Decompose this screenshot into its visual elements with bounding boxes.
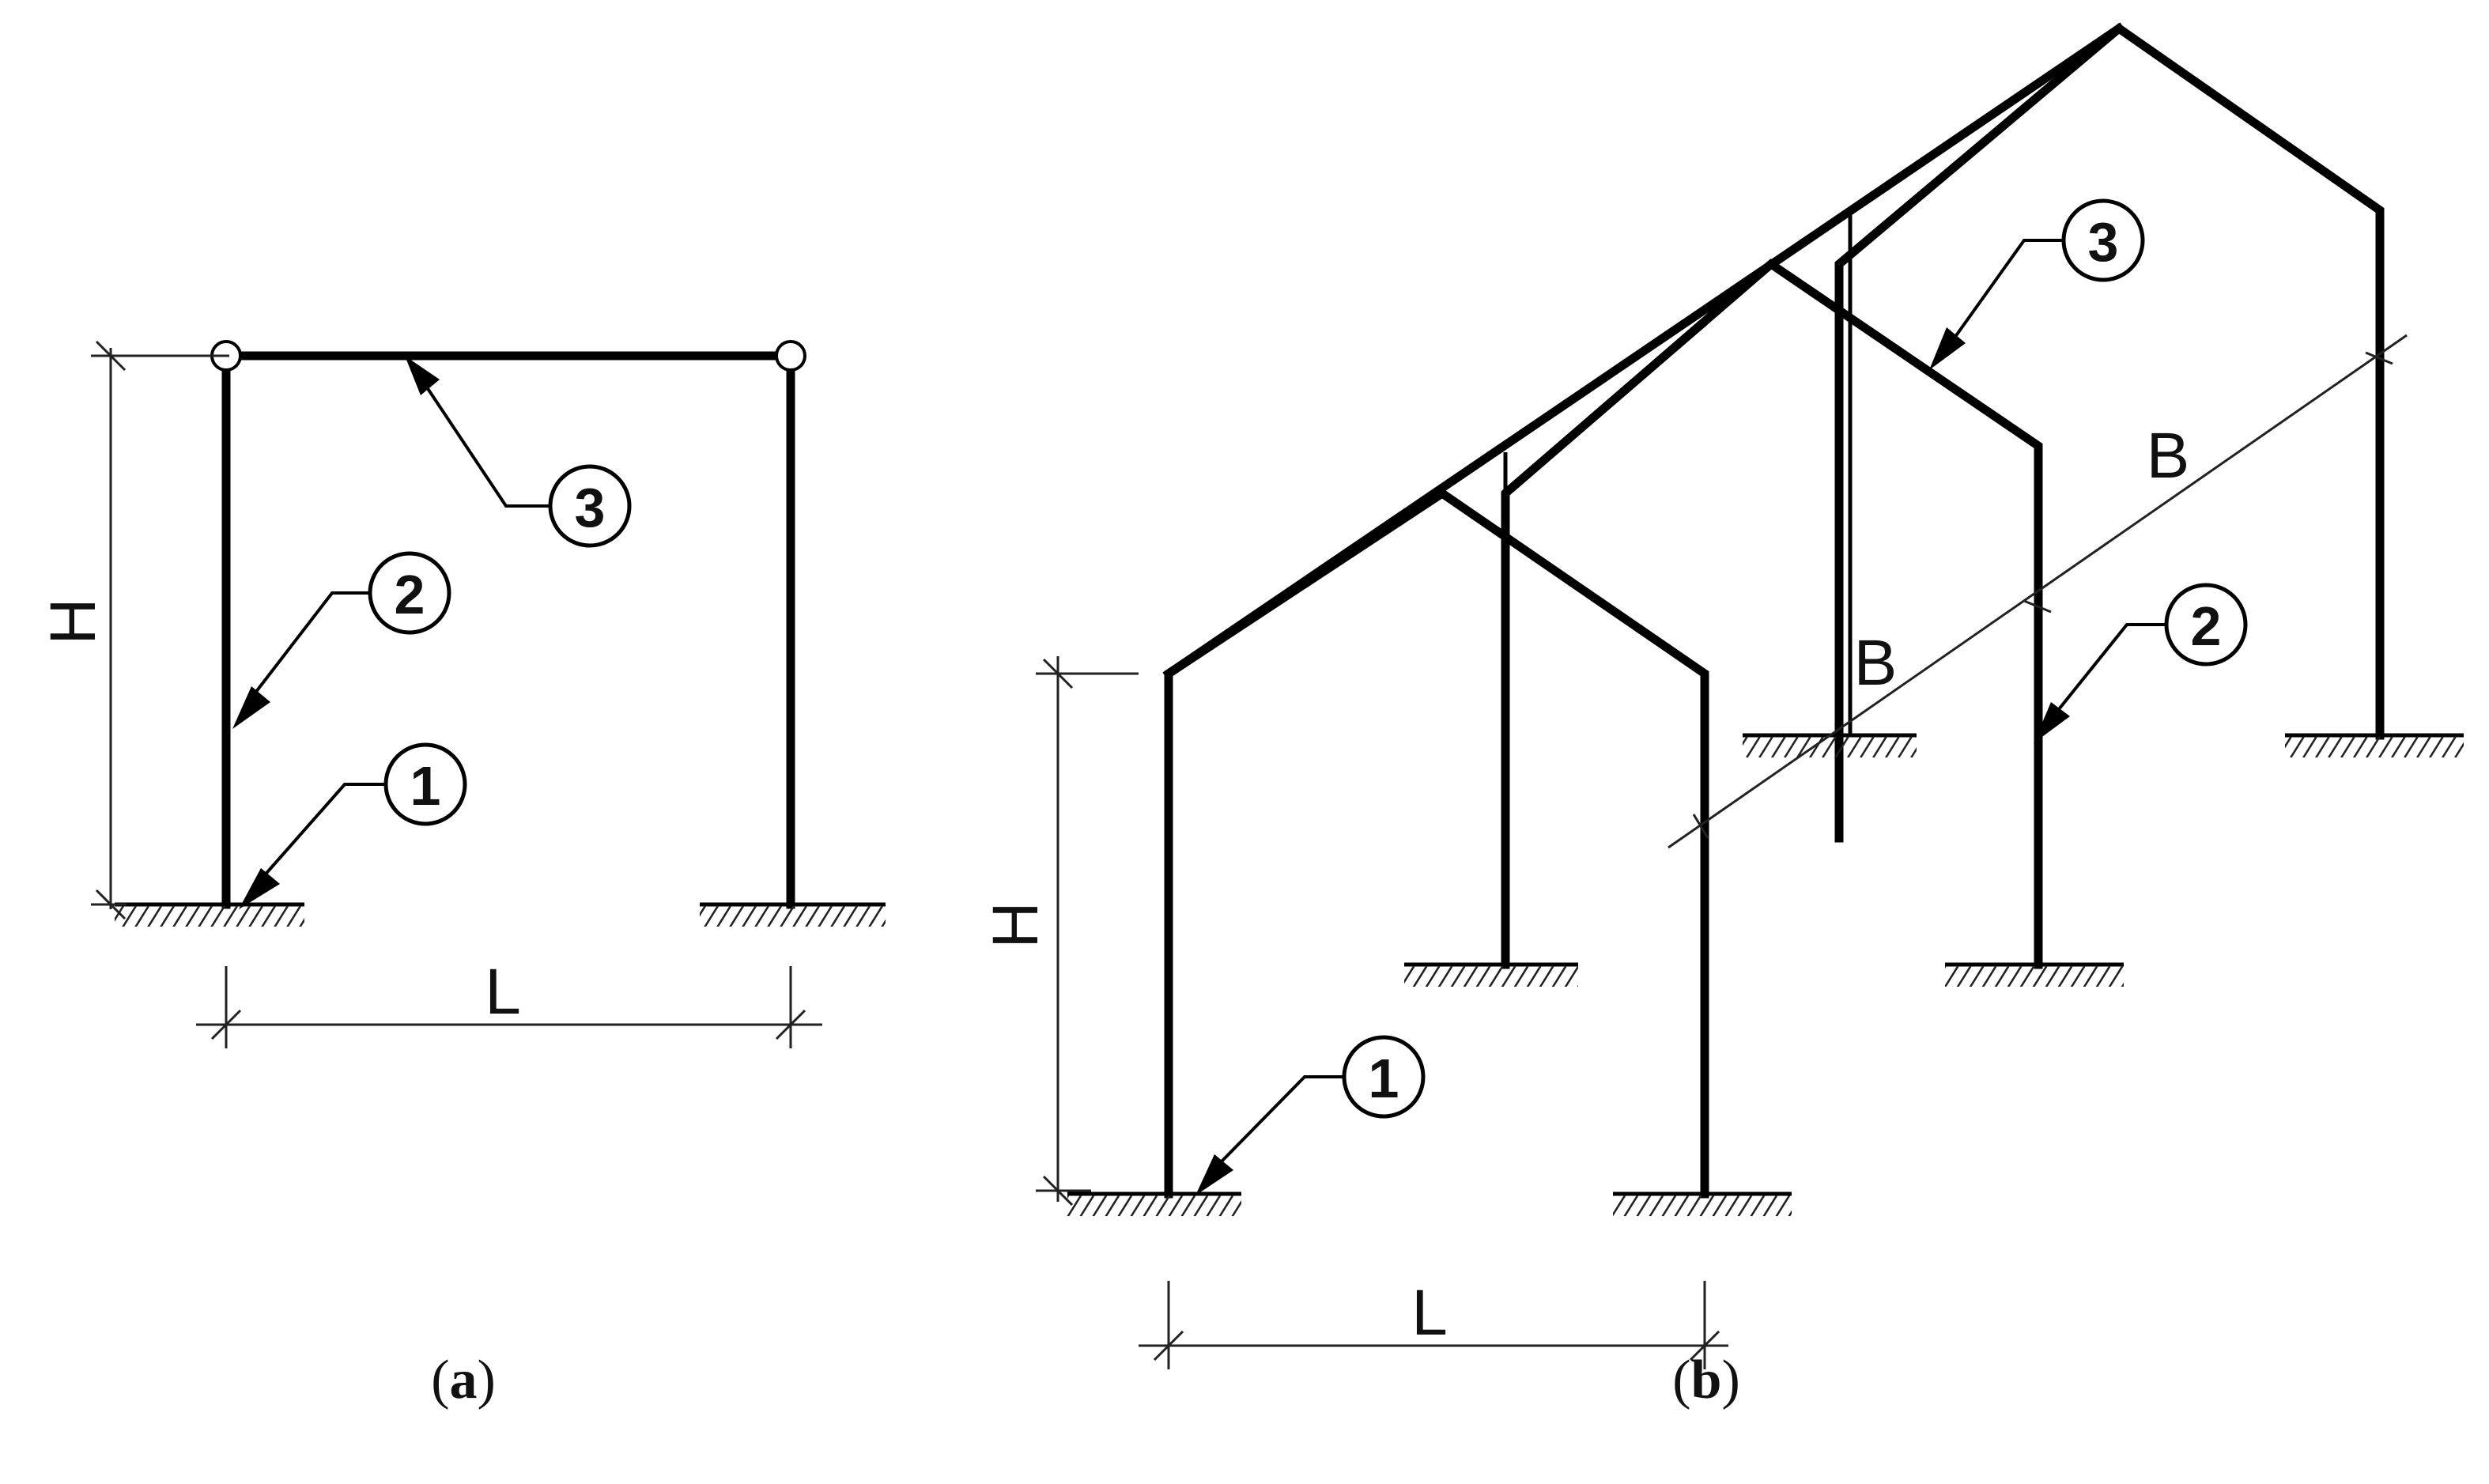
caption-b: (b) [1672,1350,1740,1410]
fixed-support-middle-left [1404,962,1578,987]
hinge-right [775,340,806,372]
dimension-label-height: H [37,598,109,644]
dimension-height-b [1036,656,1139,1206]
rafter-link [1769,210,1852,266]
dimension-span-b [1139,1281,1728,1369]
callout-1-support-b [1195,1035,1426,1195]
callout-3-rafter-b [1929,198,2145,370]
dimension-label-bay-1: B [1854,627,1898,699]
callout-number-2: 2 [395,564,425,625]
fixed-support-right [700,902,886,927]
fixed-support-front-right [1613,1191,1792,1216]
dimension-label-height-b: H [980,901,1052,948]
callout-2-column [232,551,451,729]
caption-b-close: ) [1721,1350,1739,1410]
dimension-label-bay-2: B [2147,420,2190,492]
fixed-support-back-right [2285,733,2464,757]
dimension-height [91,340,229,920]
callout-3-beam [405,356,632,548]
callout-number-1: 1 [410,755,441,817]
callout-2-column-b [2034,583,2248,743]
callout-number-1-b: 1 [1369,1048,1399,1109]
caption-a: (a) [431,1350,496,1410]
dimension-label-span-b: L [1411,1277,1448,1349]
fixed-support-left [115,902,304,927]
caption-a-open: ( [431,1350,449,1410]
fixed-support-front-left [1067,1191,1241,1216]
ridge-rafter-line [1162,22,2125,680]
dimension-span [196,966,822,1048]
fixed-support-back-left [1743,733,1917,757]
panel-b: H L B B 3 2 [980,22,2464,1410]
callout-1-support [239,742,467,909]
dimension-label-span: L [485,956,521,1028]
fixed-support-middle-right [1945,962,2124,987]
frame-front [1164,452,1709,1199]
callout-number-3-b: 3 [2088,211,2119,273]
dimension-bay-spacing [1668,334,2408,849]
caption-a-letter: a [450,1350,478,1410]
caption-b-open: ( [1672,1350,1690,1410]
callout-number-2-b: 2 [2191,595,2222,657]
callout-number-3: 3 [575,477,606,538]
caption-b-letter: b [1691,1350,1722,1410]
caption-a-close: ) [478,1350,496,1410]
frame-back [1834,23,2385,843]
panel-a: H L 3 2 1 (a [37,340,886,1410]
